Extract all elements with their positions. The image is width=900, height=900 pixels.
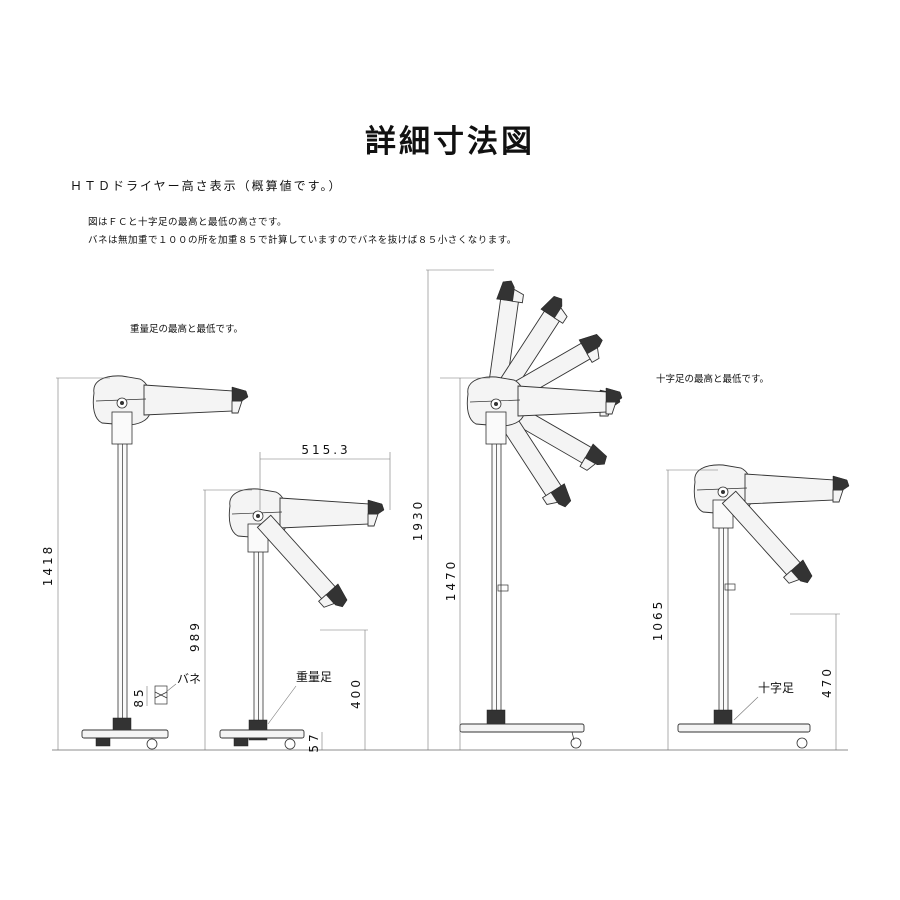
- label-heavy-base: 重量足: [296, 670, 332, 684]
- note-line-2: バネは無加重で１００の所を加重８５で計算していますのでバネを抜けば８５小さくなり…: [88, 235, 517, 246]
- dim-label-1930: 1930: [411, 499, 425, 542]
- dim-label-515: 515.3: [301, 443, 350, 457]
- figure-heavy-base-lowest: [219, 488, 385, 750]
- dim-label-400: 400: [349, 677, 363, 709]
- dim-label-989: 989: [188, 620, 202, 652]
- dim-label-85: 85: [132, 686, 146, 707]
- figure-heavy-base-highest: [81, 375, 249, 750]
- label-spring: バネ: [177, 672, 201, 686]
- dim-label-1418: 1418: [41, 544, 55, 587]
- dim-label-57: 57: [307, 731, 321, 752]
- dim-label-470: 470: [820, 666, 834, 698]
- leader-heavy-base: [267, 685, 297, 725]
- label-cross-base: 十字足: [758, 680, 794, 695]
- figure-cross-base-fan: [459, 278, 623, 749]
- dim-label-1470: 1470: [444, 559, 458, 602]
- note-line-1: 図はＦＣと十字足の最高と最低の高さです。: [88, 217, 288, 228]
- caption-heavy-base: 重量足の最高と最低です。: [130, 323, 243, 335]
- figure-cross-base-lowest: [677, 464, 850, 749]
- caption-cross-base: 十字足の最高と最低です。: [656, 373, 769, 385]
- dim-label-1065: 1065: [651, 599, 665, 642]
- page-title: 詳細寸法図: [365, 124, 535, 160]
- leader-cross-base: [733, 696, 759, 721]
- leader-spring: [165, 683, 177, 693]
- subtitle: ＨＴＤドライヤー高さ表示（概算値です。）: [70, 179, 343, 193]
